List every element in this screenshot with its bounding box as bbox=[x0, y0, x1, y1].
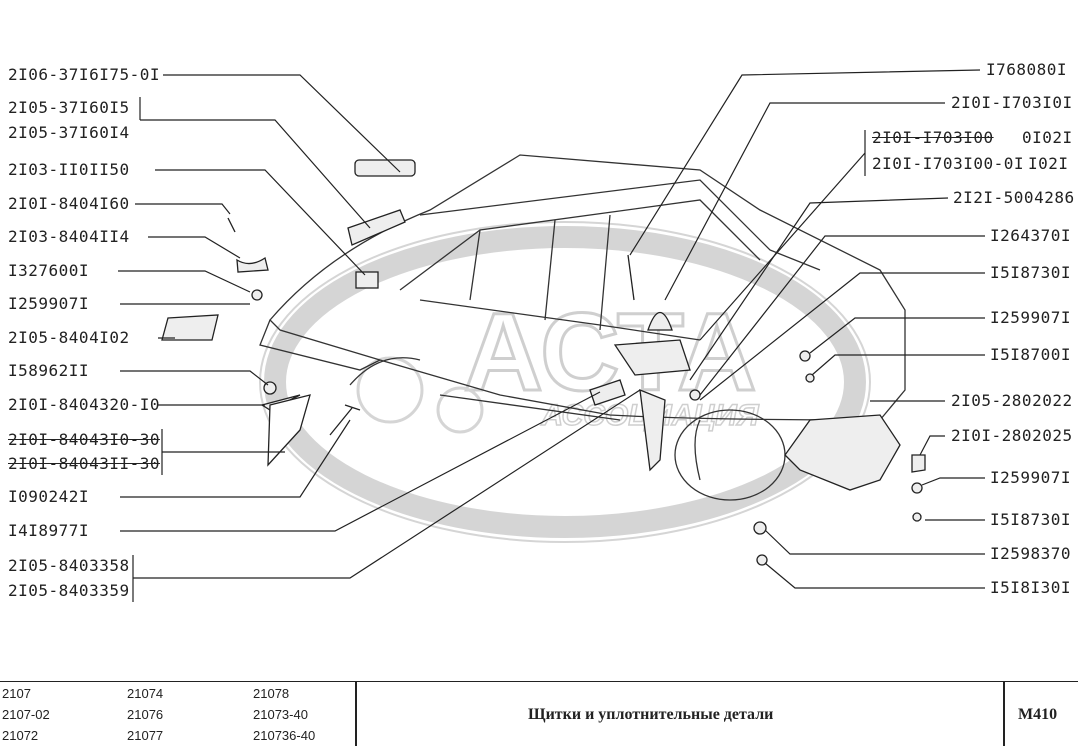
part-label-l7: I327600I bbox=[8, 261, 90, 280]
leader-l5 bbox=[135, 203, 231, 215]
leader-r3 bbox=[699, 152, 866, 341]
diagram-drawing: АСТА АССОЦИАЦИЯ bbox=[118, 69, 985, 602]
car-body bbox=[259, 154, 906, 501]
part-label-l1: 2I06-37I6I75-0I bbox=[8, 65, 160, 84]
part-label-r4: 2I0I-I703I00-0I bbox=[872, 154, 1024, 173]
catalog-footer: 2107 21074 21078 2107-02 21076 21073-40 … bbox=[0, 681, 1078, 746]
model-cell: 2107-02 bbox=[2, 707, 50, 722]
part-label-r14: I2598370 bbox=[990, 544, 1072, 563]
model-cell: 21077 bbox=[127, 728, 164, 743]
part-label-r9: I5I8700I bbox=[990, 345, 1072, 364]
part-label-r6: I264370I bbox=[990, 226, 1072, 245]
footer-divider bbox=[1003, 682, 1005, 746]
part-label-l17: 2I05-8403359 bbox=[8, 581, 130, 600]
model-cell: 2107 bbox=[2, 686, 31, 701]
leader-r14 bbox=[764, 529, 985, 555]
part-label-l14: I090242I bbox=[8, 487, 90, 506]
clip-part bbox=[355, 271, 379, 289]
leader-l4 bbox=[155, 169, 366, 276]
part-label-l4: 2I03-II0II50 bbox=[8, 160, 130, 179]
leader-l15 bbox=[120, 391, 601, 532]
part-label-r15: I5I8I30I bbox=[990, 578, 1072, 597]
model-cell: 21074 bbox=[127, 686, 164, 701]
part-label-l15: I4I8977I bbox=[8, 521, 90, 540]
part-label-r10: 2I05-2802022 bbox=[951, 391, 1073, 410]
page-code: M410 bbox=[1018, 706, 1058, 723]
leader-lines bbox=[118, 69, 985, 602]
model-cell: 21078 bbox=[253, 686, 290, 701]
part-label-l16: 2I05-8403358 bbox=[8, 556, 130, 575]
leader-r9 bbox=[811, 354, 985, 376]
leader-r8 bbox=[809, 317, 985, 354]
shield-part bbox=[267, 394, 311, 467]
model-cell: 21072 bbox=[2, 728, 39, 743]
screw-part bbox=[251, 289, 263, 301]
part-label-l6: 2I03-8404II4 bbox=[8, 227, 130, 246]
bracket-part bbox=[236, 256, 269, 273]
part-label-r11: 2I0I-2802025 bbox=[951, 426, 1073, 445]
part-label-r12: I259907I bbox=[990, 468, 1072, 487]
bracket-strip-part bbox=[639, 388, 666, 472]
part-label-r5: 2I2I-5004286 bbox=[953, 188, 1075, 207]
mirror-mount-part bbox=[354, 159, 416, 177]
leader-r12 bbox=[921, 477, 985, 486]
leader-r11 bbox=[919, 435, 945, 456]
leader-r7 bbox=[699, 272, 985, 401]
part-label-r3-suffix: 0I02I bbox=[1022, 128, 1073, 147]
part-label-r8: I259907I bbox=[990, 308, 1072, 327]
part-label-r2: 2I0I-I703I0I bbox=[951, 93, 1073, 112]
leader-l16 bbox=[133, 389, 641, 579]
parts-diagram: АСТА АССОЦИАЦИЯ bbox=[8, 60, 1075, 602]
watermark: АСТА АССОЦИАЦИЯ bbox=[259, 221, 871, 543]
leader-l6 bbox=[148, 236, 241, 259]
bolt-part bbox=[627, 254, 635, 301]
leader-r1 bbox=[629, 69, 981, 256]
leader-l7 bbox=[118, 270, 251, 293]
leader-r15 bbox=[764, 562, 985, 589]
mudguard-part bbox=[784, 414, 901, 491]
watermark-ring bbox=[264, 226, 866, 538]
part-label-r13: I5I8730I bbox=[990, 510, 1072, 529]
leader-l2 bbox=[140, 119, 371, 229]
part-label-l9: 2I05-8404I02 bbox=[8, 328, 130, 347]
pad-part bbox=[161, 314, 219, 341]
page-title: Щитки и уплотнительные детали bbox=[528, 706, 774, 723]
leader-r5 bbox=[689, 197, 949, 381]
leader-l1 bbox=[163, 74, 401, 173]
leader-r2 bbox=[664, 102, 945, 301]
footer-divider bbox=[355, 682, 357, 746]
model-cell: 210736-40 bbox=[253, 728, 316, 743]
part-label-l2: 2I05-37I60I5 bbox=[8, 98, 130, 117]
part-label-r3: 2I0I-I703I00 bbox=[872, 128, 994, 147]
part-label-l13: 2I0I-84043II-30 bbox=[8, 454, 160, 473]
part-label-l10: I58962II bbox=[8, 361, 90, 380]
nut-part bbox=[263, 381, 277, 395]
leader-r6 bbox=[699, 235, 985, 396]
part-label-l3: 2I05-37I60I4 bbox=[8, 123, 130, 142]
part-label-r4-suffix: I02I bbox=[1028, 154, 1069, 173]
plate-part bbox=[613, 339, 691, 376]
part-label-r7: I5I8730I bbox=[990, 263, 1072, 282]
model-cell: 21076 bbox=[127, 707, 164, 722]
mirror-part bbox=[347, 209, 406, 246]
part-label-l5: 2I0I-8404I60 bbox=[8, 194, 130, 213]
part-label-l11: 2I0I-8404320-I0 bbox=[8, 395, 160, 414]
model-cell: 21073-40 bbox=[253, 707, 308, 722]
part-label-l12: 2I0I-84043I0-30 bbox=[8, 430, 160, 449]
part-label-l8: I259907I bbox=[8, 294, 90, 313]
part-label-r1: I768080I bbox=[986, 60, 1068, 79]
leader-l14 bbox=[120, 419, 351, 498]
boot-part bbox=[647, 311, 673, 331]
leader-l10 bbox=[120, 370, 269, 386]
part-drawings bbox=[161, 159, 926, 566]
